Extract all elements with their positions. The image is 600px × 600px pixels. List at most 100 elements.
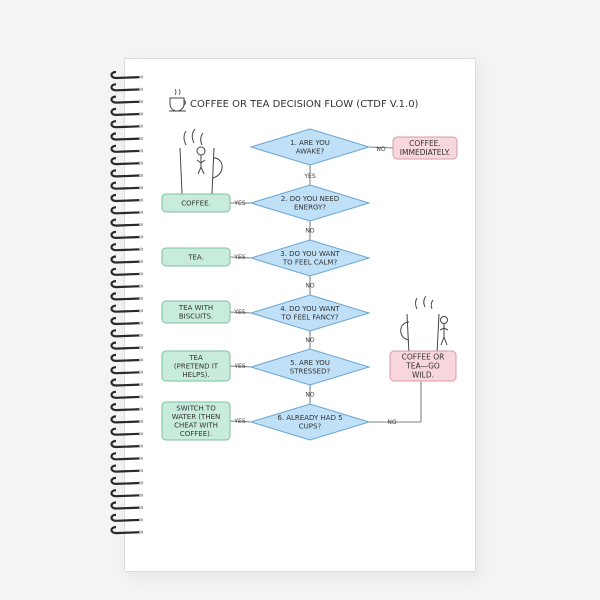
question-text: STRESSED? xyxy=(290,368,331,376)
tea-mug-doodle-icon xyxy=(400,295,449,358)
connector-q4-answer xyxy=(229,311,252,314)
edge-label-yes: YES xyxy=(233,309,245,316)
question-text: AWAKE? xyxy=(296,148,325,156)
answer-text: COFFEE. xyxy=(181,199,211,207)
edge-label-yes: YES xyxy=(303,173,315,180)
spiral-ring xyxy=(110,83,144,92)
spiral-ring xyxy=(110,452,144,461)
spiral-ring xyxy=(110,218,144,227)
spiral-ring xyxy=(110,193,144,203)
spiral-ring xyxy=(110,206,144,215)
spiral-ring xyxy=(110,169,144,178)
answer-text: TEA WITH xyxy=(178,304,213,312)
edge-label-no: NO xyxy=(305,283,314,290)
spiral-ring xyxy=(110,427,144,436)
question-text: TO FEEL CALM? xyxy=(282,259,338,267)
outcome-text: COFFEE. xyxy=(409,139,441,148)
spiral-ring xyxy=(110,526,144,535)
answer-text: WATER (THEN xyxy=(172,413,221,421)
spiral-ring xyxy=(110,144,144,153)
answer-text: COFFEE). xyxy=(180,430,212,438)
flow-connectors: NO YES NO NO NO NO YES YES YES YES YES NO xyxy=(229,146,422,426)
spiral-ring xyxy=(110,316,144,326)
edge-label-no: NO xyxy=(305,337,314,344)
spiral-ring xyxy=(110,415,144,424)
spiral-ring xyxy=(110,181,144,190)
question-text: ENERGY? xyxy=(294,204,326,212)
spiral-ring xyxy=(110,230,144,240)
edge-label-no: NO xyxy=(305,228,314,235)
spiral-binding xyxy=(110,70,144,535)
spiral-ring xyxy=(110,304,144,313)
spiral-ring xyxy=(110,280,144,289)
spiral-ring xyxy=(110,366,144,375)
connector-q1-o1 xyxy=(368,146,394,149)
spiral-ring xyxy=(110,132,144,141)
edge-label-no: NO xyxy=(305,392,314,399)
spiral-ring xyxy=(110,243,144,252)
coffee-mug-doodle-icon xyxy=(179,128,223,198)
answer-box-a3: TEA. xyxy=(161,247,231,267)
spiral-ring xyxy=(110,107,144,117)
edge-label-yes: YES xyxy=(233,418,245,425)
spiral-ring xyxy=(110,95,144,104)
edge-label-yes: YES xyxy=(233,200,245,207)
spiral-ring xyxy=(110,157,144,166)
edge-label-yes: YES xyxy=(233,254,245,261)
question-text: 4. DO YOU WANT xyxy=(280,305,340,313)
spiral-ring xyxy=(110,489,144,498)
outcome-box-o1: COFFEE.IMMEDIATELY. xyxy=(392,136,458,160)
question-text: 3. DO YOU WANT xyxy=(280,250,340,258)
spiral-ring xyxy=(110,353,144,363)
connector-q3-answer xyxy=(229,256,252,259)
question-text: TO FEEL FANCY? xyxy=(280,314,338,322)
spiral-ring xyxy=(110,341,144,350)
spiral-ring xyxy=(110,403,144,412)
spiral-ring xyxy=(110,267,144,276)
outcome-text: TEA—GO xyxy=(405,362,440,371)
outcome-text: WILD. xyxy=(412,371,434,380)
question-text: 6. ALREADY HAD 5 xyxy=(277,414,342,422)
spiral-ring xyxy=(110,439,144,449)
answer-text: SWITCH TO xyxy=(176,405,216,413)
title-cup-icon xyxy=(169,88,186,112)
spiral-ring xyxy=(110,390,144,399)
outcome-text: IMMEDIATELY. xyxy=(400,148,450,157)
edge-label-no: NO xyxy=(387,419,396,426)
answer-box-a2: COFFEE. xyxy=(161,193,231,213)
spiral-ring xyxy=(110,292,144,301)
diagram-title: COFFEE OR TEA DECISION FLOW (CTDF V.1.0) xyxy=(190,99,419,110)
spiral-ring xyxy=(110,255,144,264)
question-text: 5. ARE YOU xyxy=(290,359,330,367)
answer-text: CHEAT WITH xyxy=(174,422,218,430)
spiral-ring xyxy=(110,120,144,129)
answer-text: TEA xyxy=(188,354,203,362)
connector-q5-answer xyxy=(229,365,252,368)
spiral-ring xyxy=(110,329,144,338)
edge-label-no: NO xyxy=(376,146,385,153)
question-text: 2. DO YOU NEED xyxy=(281,195,339,203)
question-text: CUPS? xyxy=(299,423,322,431)
spiral-ring xyxy=(110,501,144,510)
question-text: 1. ARE YOU xyxy=(290,139,330,147)
spiral-ring xyxy=(110,378,144,387)
outcome-text: COFFEE OR xyxy=(402,353,445,362)
spiral-ring xyxy=(110,464,144,473)
connector-q6-answer xyxy=(229,420,252,423)
edge-label-yes: YES xyxy=(233,363,245,370)
answer-text: BISCUITS. xyxy=(179,313,213,321)
answer-text: HELPS). xyxy=(182,371,209,379)
spiral-ring xyxy=(110,70,144,80)
spiral-ring xyxy=(110,513,144,522)
